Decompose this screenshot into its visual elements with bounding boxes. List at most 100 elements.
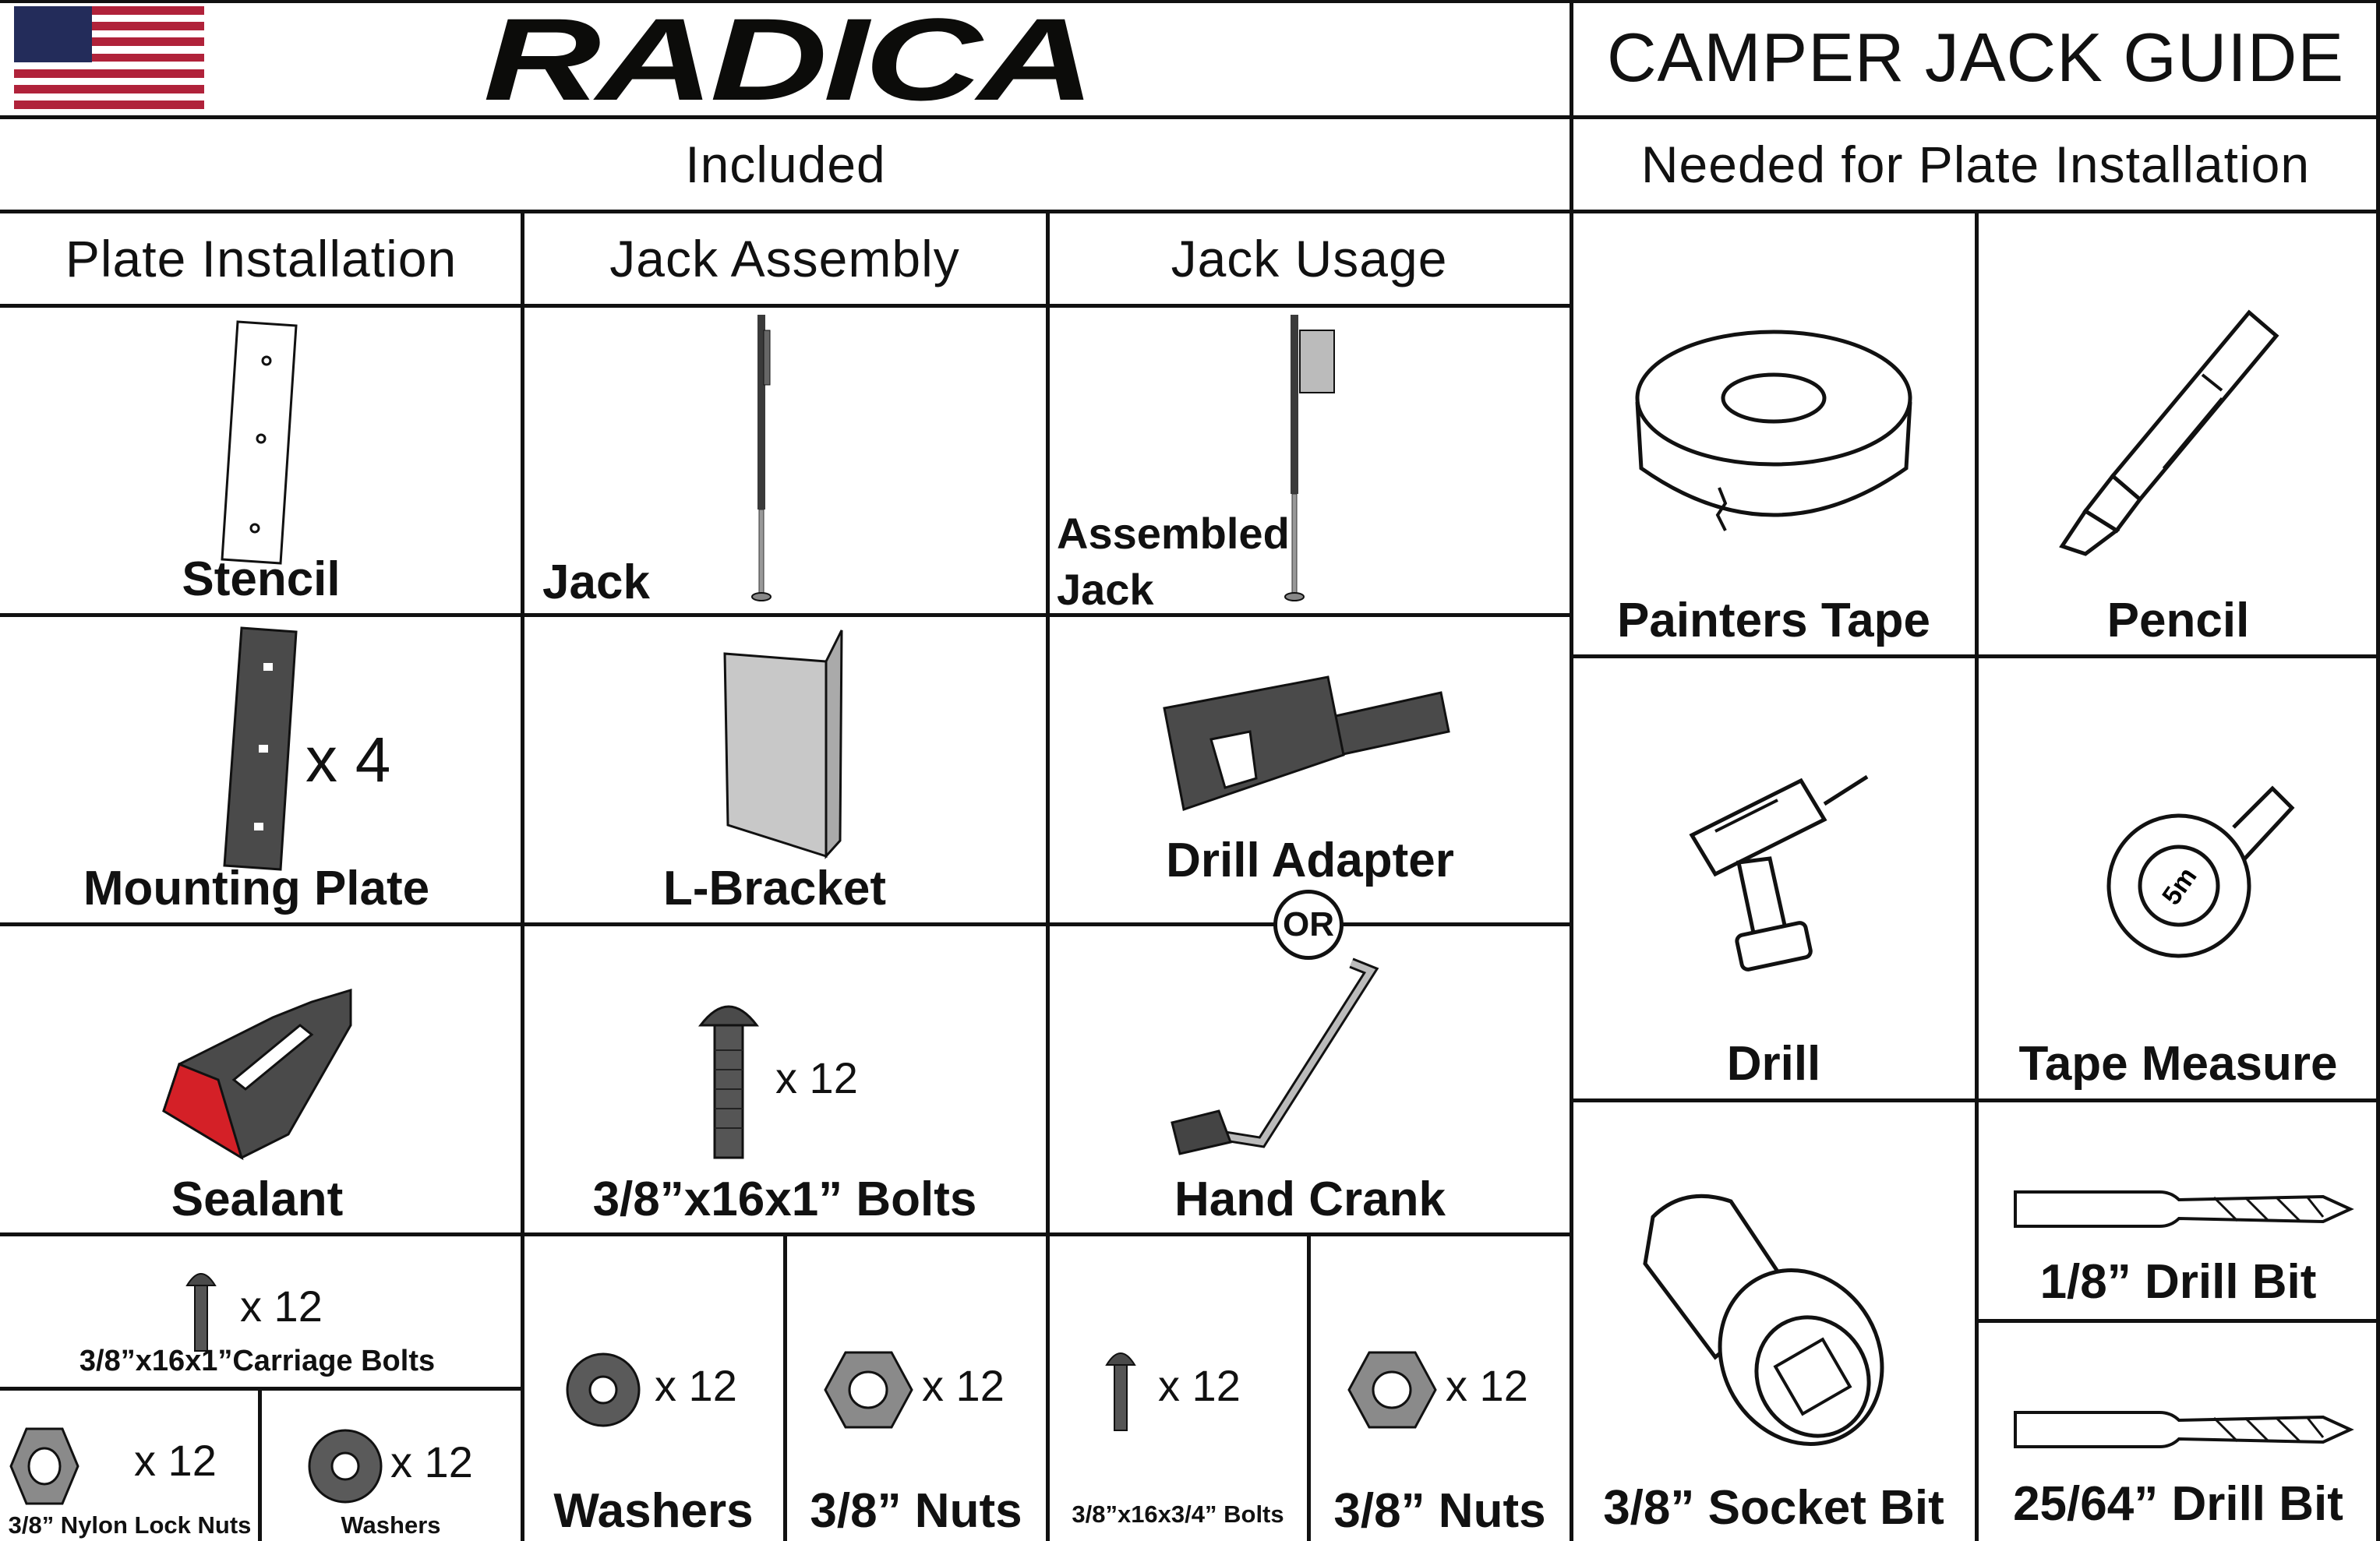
- tape-measure-icon: 5m: [2106, 785, 2295, 958]
- item-hand-crank: Hand Crank: [1047, 924, 1571, 1232]
- item-mounting-plate: x 4 Mounting Plate: [0, 615, 522, 922]
- item-small-washers: x 12 Washers: [260, 1388, 522, 1541]
- quantity: x 12: [134, 1436, 217, 1485]
- divider: [258, 1388, 262, 1541]
- washer-icon: [566, 1352, 641, 1427]
- label: Drill Adapter: [1166, 834, 1454, 887]
- divider: [0, 210, 2380, 213]
- stencil-icon: [221, 320, 298, 565]
- quantity: x 12: [655, 1361, 737, 1410]
- label: Washers: [341, 1511, 441, 1539]
- drill-adapter-icon: [1163, 675, 1450, 811]
- divider: [1976, 1319, 2380, 1323]
- label: 3/8”x16x1”Carriage Bolts: [79, 1345, 436, 1377]
- label: Assembled: [1057, 509, 1290, 558]
- quantity: x 12: [922, 1361, 1005, 1410]
- item-painters-tape: Painters Tape: [1571, 211, 1976, 654]
- label: Painters Tape: [1616, 594, 1930, 647]
- assembled-jack-icon: [1284, 315, 1335, 601]
- label: Washers: [553, 1484, 754, 1538]
- or-text: OR: [1283, 905, 1334, 943]
- label: Tape Measure: [2018, 1037, 2338, 1091]
- column-plate-installation: Plate Installation: [65, 229, 457, 287]
- quantity: x 12: [1446, 1361, 1528, 1410]
- svg-text:RADICA: RADICA: [483, 0, 1091, 125]
- bolt-icon: [697, 1005, 760, 1159]
- brand-logo: RADICA: [468, 0, 1107, 125]
- us-flag-icon: [14, 6, 204, 109]
- item-l-bracket: L-Bracket: [522, 615, 1047, 922]
- item-sealant: Sealant: [0, 924, 522, 1232]
- item-short-bolts: x 12 3/8”x16x3/4” Bolts: [1047, 1234, 1308, 1541]
- column-jack-usage: Jack Usage: [1171, 229, 1448, 287]
- item-tape-measure: 5m Tape Measure: [1976, 656, 2380, 1098]
- item-jack: Jack: [522, 305, 1047, 613]
- label: Drill: [1726, 1037, 1821, 1091]
- item-drill-bit-large: 25/64” Drill Bit: [1976, 1321, 2380, 1541]
- item-drill-bit-small: 1/8” Drill Bit: [1976, 1100, 2380, 1319]
- label: Hand Crank: [1174, 1172, 1446, 1226]
- divider: [1046, 210, 1050, 1541]
- item-socket-bit: 3/8” Socket Bit: [1571, 1100, 1976, 1541]
- divider: [0, 115, 2380, 119]
- label: 1/8” Drill Bit: [2039, 1255, 2317, 1309]
- divider: [783, 1234, 787, 1541]
- hand-crank-icon: [1171, 957, 1379, 1155]
- divider: [1307, 1234, 1311, 1541]
- item-drill-adapter: Drill Adapter: [1047, 615, 1571, 922]
- l-bracket-icon: [723, 629, 843, 859]
- mounting-plate-icon: [223, 626, 298, 871]
- guide-title: CAMPER JACK GUIDE: [1606, 19, 2345, 96]
- quantity: x 12: [390, 1437, 473, 1486]
- or-badge: OR: [1273, 890, 1344, 960]
- divider: [2376, 0, 2380, 1541]
- hex-nut-icon: [9, 1427, 79, 1505]
- drill-bit-icon: [2014, 1411, 2354, 1448]
- item-stencil: Stencil: [0, 305, 522, 613]
- label: Pencil: [2106, 594, 2250, 647]
- label: Jack: [542, 555, 650, 609]
- quantity: x 12: [240, 1282, 323, 1331]
- label: Stencil: [182, 552, 341, 606]
- hex-nut-icon: [1347, 1351, 1437, 1429]
- divider: [521, 210, 524, 1541]
- tape-roll-icon: [1635, 330, 1912, 531]
- item-nuts-a: x 12 3/8” Nuts: [785, 1234, 1047, 1541]
- label: 3/8” Socket Bit: [1603, 1481, 1944, 1535]
- item-bolts: x 12 3/8”x16x1” Bolts: [522, 924, 1047, 1232]
- label: 3/8”x16x1” Bolts: [592, 1172, 977, 1226]
- label: 3/8”x16x3/4” Bolts: [1072, 1500, 1284, 1528]
- sealant-icon: [162, 988, 352, 1161]
- quantity: x 12: [775, 1053, 858, 1102]
- divider: [1975, 210, 1979, 1541]
- item-drill: Drill: [1571, 656, 1976, 1098]
- item-nylon-lock-nuts: x 12 3/8” Nylon Lock Nuts: [0, 1388, 260, 1541]
- column-jack-assembly: Jack Assembly: [609, 229, 960, 287]
- label: 3/8” Nuts: [810, 1484, 1022, 1538]
- item-pencil: Pencil: [1976, 211, 2380, 654]
- item-washers: x 12 Washers: [522, 1234, 785, 1541]
- carriage-bolt-icon: [185, 1273, 217, 1352]
- label: L-Bracket: [663, 862, 886, 915]
- divider: [0, 0, 2380, 3]
- marker-icon: [2059, 309, 2279, 556]
- label: Jack: [1057, 565, 1154, 614]
- quantity: x 12: [1158, 1361, 1241, 1410]
- drill-bit-icon: [2014, 1190, 2354, 1228]
- section-needed: Needed for Plate Installation: [1640, 135, 2311, 193]
- hex-nut-icon: [824, 1351, 913, 1429]
- item-nuts-b: x 12 3/8” Nuts: [1308, 1234, 1571, 1541]
- label: Mounting Plate: [83, 862, 430, 915]
- washer-icon: [308, 1429, 383, 1504]
- jack-icon: [751, 315, 772, 601]
- bolt-icon: [1105, 1352, 1136, 1431]
- label: 25/64” Drill Bit: [2013, 1477, 2343, 1531]
- item-carriage-bolts: x 12 3/8”x16x1”Carriage Bolts: [0, 1234, 522, 1387]
- divider: [0, 304, 1571, 308]
- label: 3/8” Nylon Lock Nuts: [8, 1511, 252, 1539]
- socket-bit-icon: [1643, 1194, 1884, 1446]
- drill-icon: [1689, 774, 1869, 972]
- section-included: Included: [685, 135, 886, 193]
- divider: [1570, 0, 1573, 1541]
- divider: [0, 922, 1571, 926]
